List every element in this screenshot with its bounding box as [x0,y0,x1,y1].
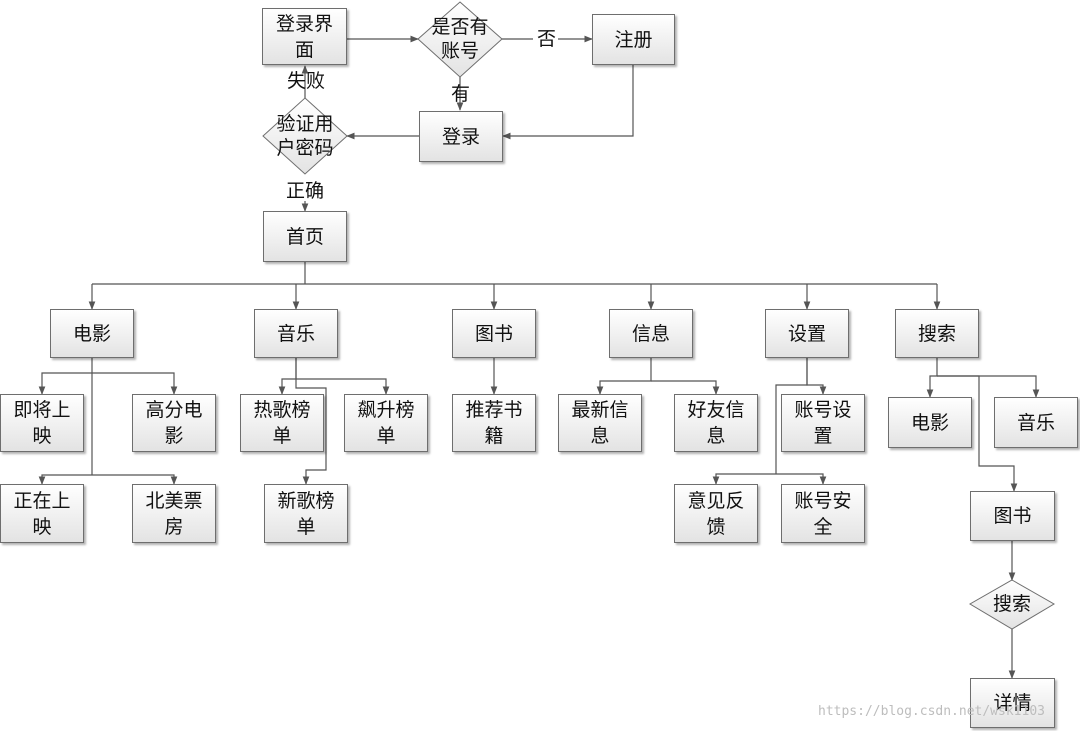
decision-shapes [262,1,1055,630]
edge-label-fail: 失败 [287,70,326,92]
node-high-rated: 高分电影 [132,394,216,452]
node-login-page: 登录界面 [262,8,347,65]
node-latest-info: 最新信息 [558,394,642,452]
node-search: 搜索 [895,309,979,358]
node-new-songs: 新歌榜单 [264,484,348,543]
node-info: 信息 [609,309,693,358]
node-settings: 设置 [765,309,849,358]
node-home: 首页 [263,211,347,262]
node-verify-label: 验证用户密码 [276,113,334,159]
edge-register-to-login [502,65,634,140]
node-search-action-label: 搜索 [992,593,1031,615]
node-search-movie: 电影 [888,397,972,448]
node-details: 详情 [970,678,1055,728]
node-search-music: 音乐 [994,397,1078,448]
node-login: 登录 [419,111,503,162]
node-books: 图书 [452,309,536,358]
decision-verify [262,97,348,175]
node-coming-soon: 即将上映 [0,394,84,452]
node-friend-info: 好友信息 [674,394,758,452]
node-rising-songs: 飙升榜单 [344,394,428,452]
node-account-settings: 账号设置 [781,394,865,452]
node-hot-songs: 热歌榜单 [240,394,324,452]
node-now-showing: 正在上映 [0,484,84,543]
edge-label-yes: 有 [451,83,471,105]
node-has-account-label: 是否有账号 [431,16,489,62]
edge-label-no: 否 [537,28,557,50]
node-register: 注册 [592,14,675,65]
edge-home-bus [92,262,937,285]
node-feedback: 意见反馈 [674,484,758,543]
node-music: 音乐 [254,309,338,358]
connectors [38,39,1040,679]
node-movie: 电影 [50,309,134,358]
node-account-security: 账号安全 [781,484,865,543]
node-search-books: 图书 [970,491,1055,541]
edge-label-correct: 正确 [286,180,325,202]
node-na-box-office: 北美票房 [132,484,216,543]
node-recommended-books: 推荐书籍 [452,394,536,452]
watermark: https://blog.csdn.net/wsk1103 [818,704,1045,719]
